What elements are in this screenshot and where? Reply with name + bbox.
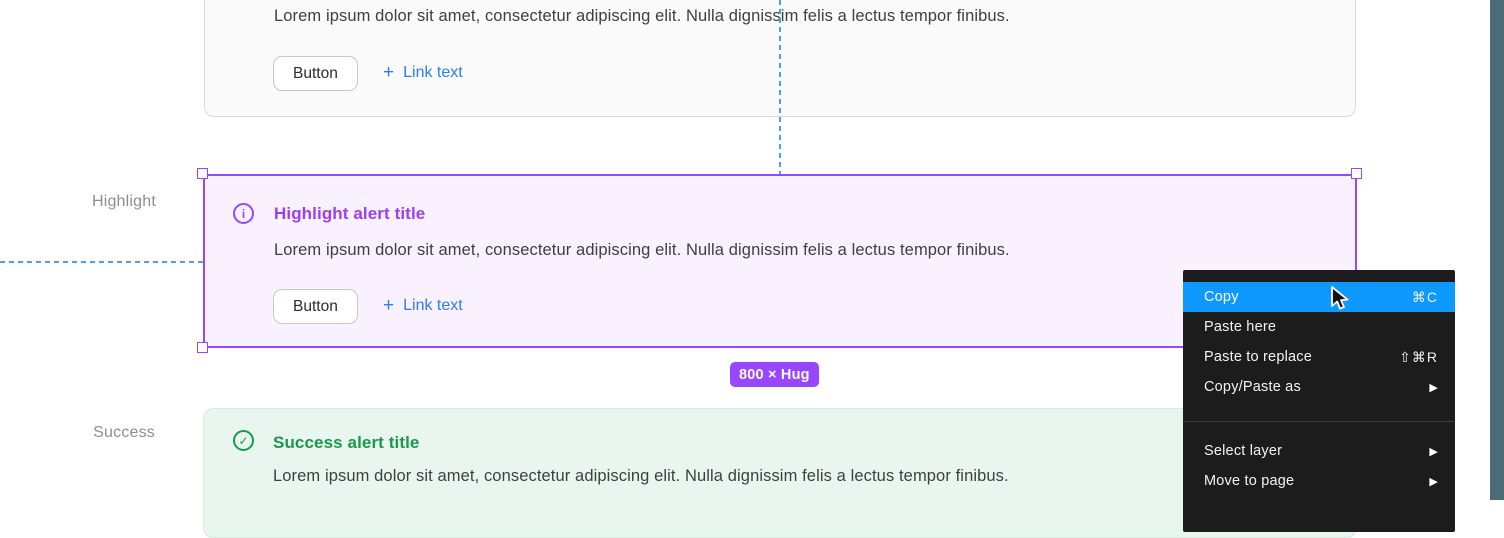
window-edge-bar [1490,0,1504,500]
selection-handle-top-right[interactable] [1351,168,1362,179]
menu-item-move-to-page[interactable]: Move to page ▶ [1204,473,1438,489]
plus-icon: + [383,62,395,83]
check-icon: ✓ [233,430,254,451]
default-alert-link[interactable]: + Link text [383,63,463,82]
highlight-alert-card[interactable]: i Highlight alert title Lorem ipsum dolo… [203,174,1357,348]
link-label: Link text [403,296,463,314]
default-alert-body: Lorem ipsum dolor sit amet, consectetur … [274,7,1010,25]
selection-handle-top-left[interactable] [197,168,208,179]
horizontal-alignment-guide [0,261,203,263]
menu-item-copy[interactable]: Copy ⌘C [1183,282,1455,312]
plus-icon: + [383,295,395,316]
default-alert-button[interactable]: Button [273,56,358,91]
success-alert-body: Lorem ipsum dolor sit amet, consectetur … [273,467,1009,485]
submenu-arrow-icon: ▶ [1429,381,1438,394]
selection-handle-bottom-left[interactable] [197,342,208,353]
menu-item-paste-here[interactable]: Paste here [1204,319,1277,335]
menu-divider [1183,421,1455,422]
menu-item-paste-to-replace[interactable]: Paste to replace ⇧⌘R [1204,348,1438,366]
highlight-alert-link[interactable]: + Link text [383,296,463,315]
info-icon: i [233,203,254,224]
menu-item-select-layer[interactable]: Select layer ▶ [1204,443,1438,459]
link-label: Link text [403,63,463,81]
shortcut-paste-to-replace: ⇧⌘R [1399,348,1438,365]
highlight-alert-button[interactable]: Button [273,289,358,324]
context-menu: Copy ⌘C Paste here Paste to replace ⇧⌘R … [1183,270,1455,532]
section-label-highlight: Highlight [91,193,156,210]
shortcut-copy: ⌘C [1411,288,1438,305]
section-label-success: Success [93,424,155,441]
mouse-cursor-icon [1328,285,1354,318]
vertical-alignment-guide [779,0,781,174]
submenu-arrow-icon: ▶ [1429,475,1438,488]
success-alert-title: Success alert title [273,433,420,452]
highlight-alert-body: Lorem ipsum dolor sit amet, consectetur … [274,241,1010,259]
size-badge: 800 × Hug [730,362,819,387]
highlight-alert-title: Highlight alert title [274,204,426,223]
submenu-arrow-icon: ▶ [1429,445,1438,458]
menu-item-copy-paste-as[interactable]: Copy/Paste as ▶ [1204,379,1438,395]
